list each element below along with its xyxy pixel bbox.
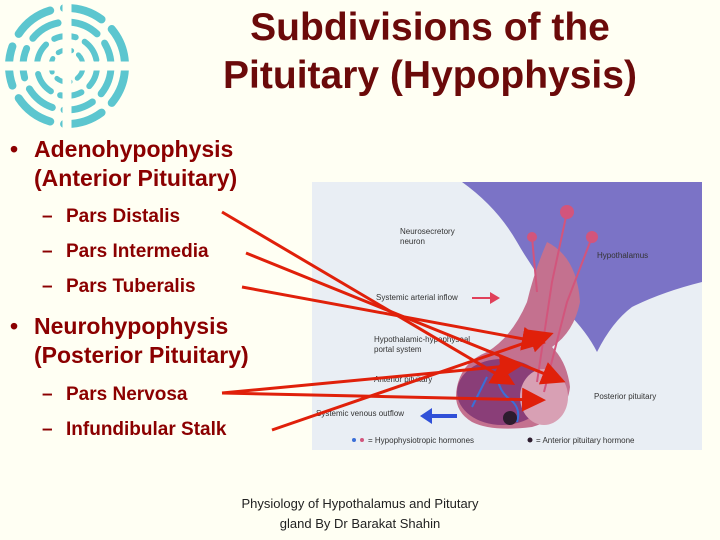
svg-text:portal system: portal system [374, 345, 422, 354]
list-item-label: Pars Distalis [66, 206, 181, 227]
svg-text:Anterior pituitary: Anterior pituitary [374, 375, 432, 384]
svg-text:Posterior pituitary: Posterior pituitary [594, 392, 656, 401]
dash-marker: – [42, 206, 53, 227]
title-line-1: Subdivisions of the [250, 6, 610, 49]
svg-text:Hypothalamic-hypophyseal: Hypothalamic-hypophyseal [374, 335, 470, 344]
svg-text:neuron: neuron [400, 237, 425, 246]
dash-marker: – [42, 241, 53, 262]
bullet-dot: • [10, 313, 19, 339]
svg-text:= Anterior pituitary hormone: = Anterior pituitary hormone [536, 436, 635, 445]
list-item-infundibular-stalk: –Infundibular Stalk [42, 418, 226, 442]
bullet-heading: Adenohypophysis [34, 136, 234, 162]
logo-icon [0, 0, 135, 132]
dash-marker: – [42, 419, 53, 440]
slide-title: Subdivisions of the Pituitary (Hypophysi… [150, 4, 710, 100]
list-item-pars-intermedia: –Pars Intermedia [42, 240, 209, 264]
dash-marker: – [42, 384, 53, 405]
svg-text:= Hypophysiotropic hormones: = Hypophysiotropic hormones [368, 436, 474, 445]
bullet-dot: • [10, 136, 19, 162]
venous-outflow-arrow [420, 408, 457, 424]
list-item-pars-distalis: –Pars Distalis [42, 205, 180, 229]
dash-marker: – [42, 276, 53, 297]
svg-text:Neurosecretory: Neurosecretory [400, 227, 455, 236]
svg-text:Systemic venous outflow: Systemic venous outflow [316, 409, 404, 418]
title-line-2: Pituitary (Hypophysis) [223, 54, 637, 97]
list-item-pars-tuberalis: –Pars Tuberalis [42, 275, 196, 299]
bullet-subheading: (Posterior Pituitary) [34, 342, 249, 368]
pituitary-diagram: Neurosecretory neuron Hypothalamus Syste… [312, 182, 702, 450]
bullet-heading: Neurohypophysis [34, 313, 229, 339]
list-item-pars-nervosa: –Pars Nervosa [42, 383, 187, 407]
list-item-label: Pars Nervosa [66, 384, 188, 405]
svg-text:Hypothalamus: Hypothalamus [597, 251, 648, 260]
list-item-label: Pars Intermedia [66, 241, 209, 262]
list-item-label: Pars Tuberalis [66, 276, 196, 297]
posterior-lobe [520, 369, 568, 425]
footer-credit: Physiology of Hypothalamus and Pitutary … [241, 496, 479, 531]
arterial-inflow-arrow [472, 292, 500, 304]
hypothalamus-region [462, 182, 702, 352]
bullet-subheading: (Anterior Pituitary) [34, 165, 238, 191]
svg-text:Systemic arterial inflow: Systemic arterial inflow [376, 293, 458, 302]
list-item-label: Infundibular Stalk [66, 419, 227, 440]
